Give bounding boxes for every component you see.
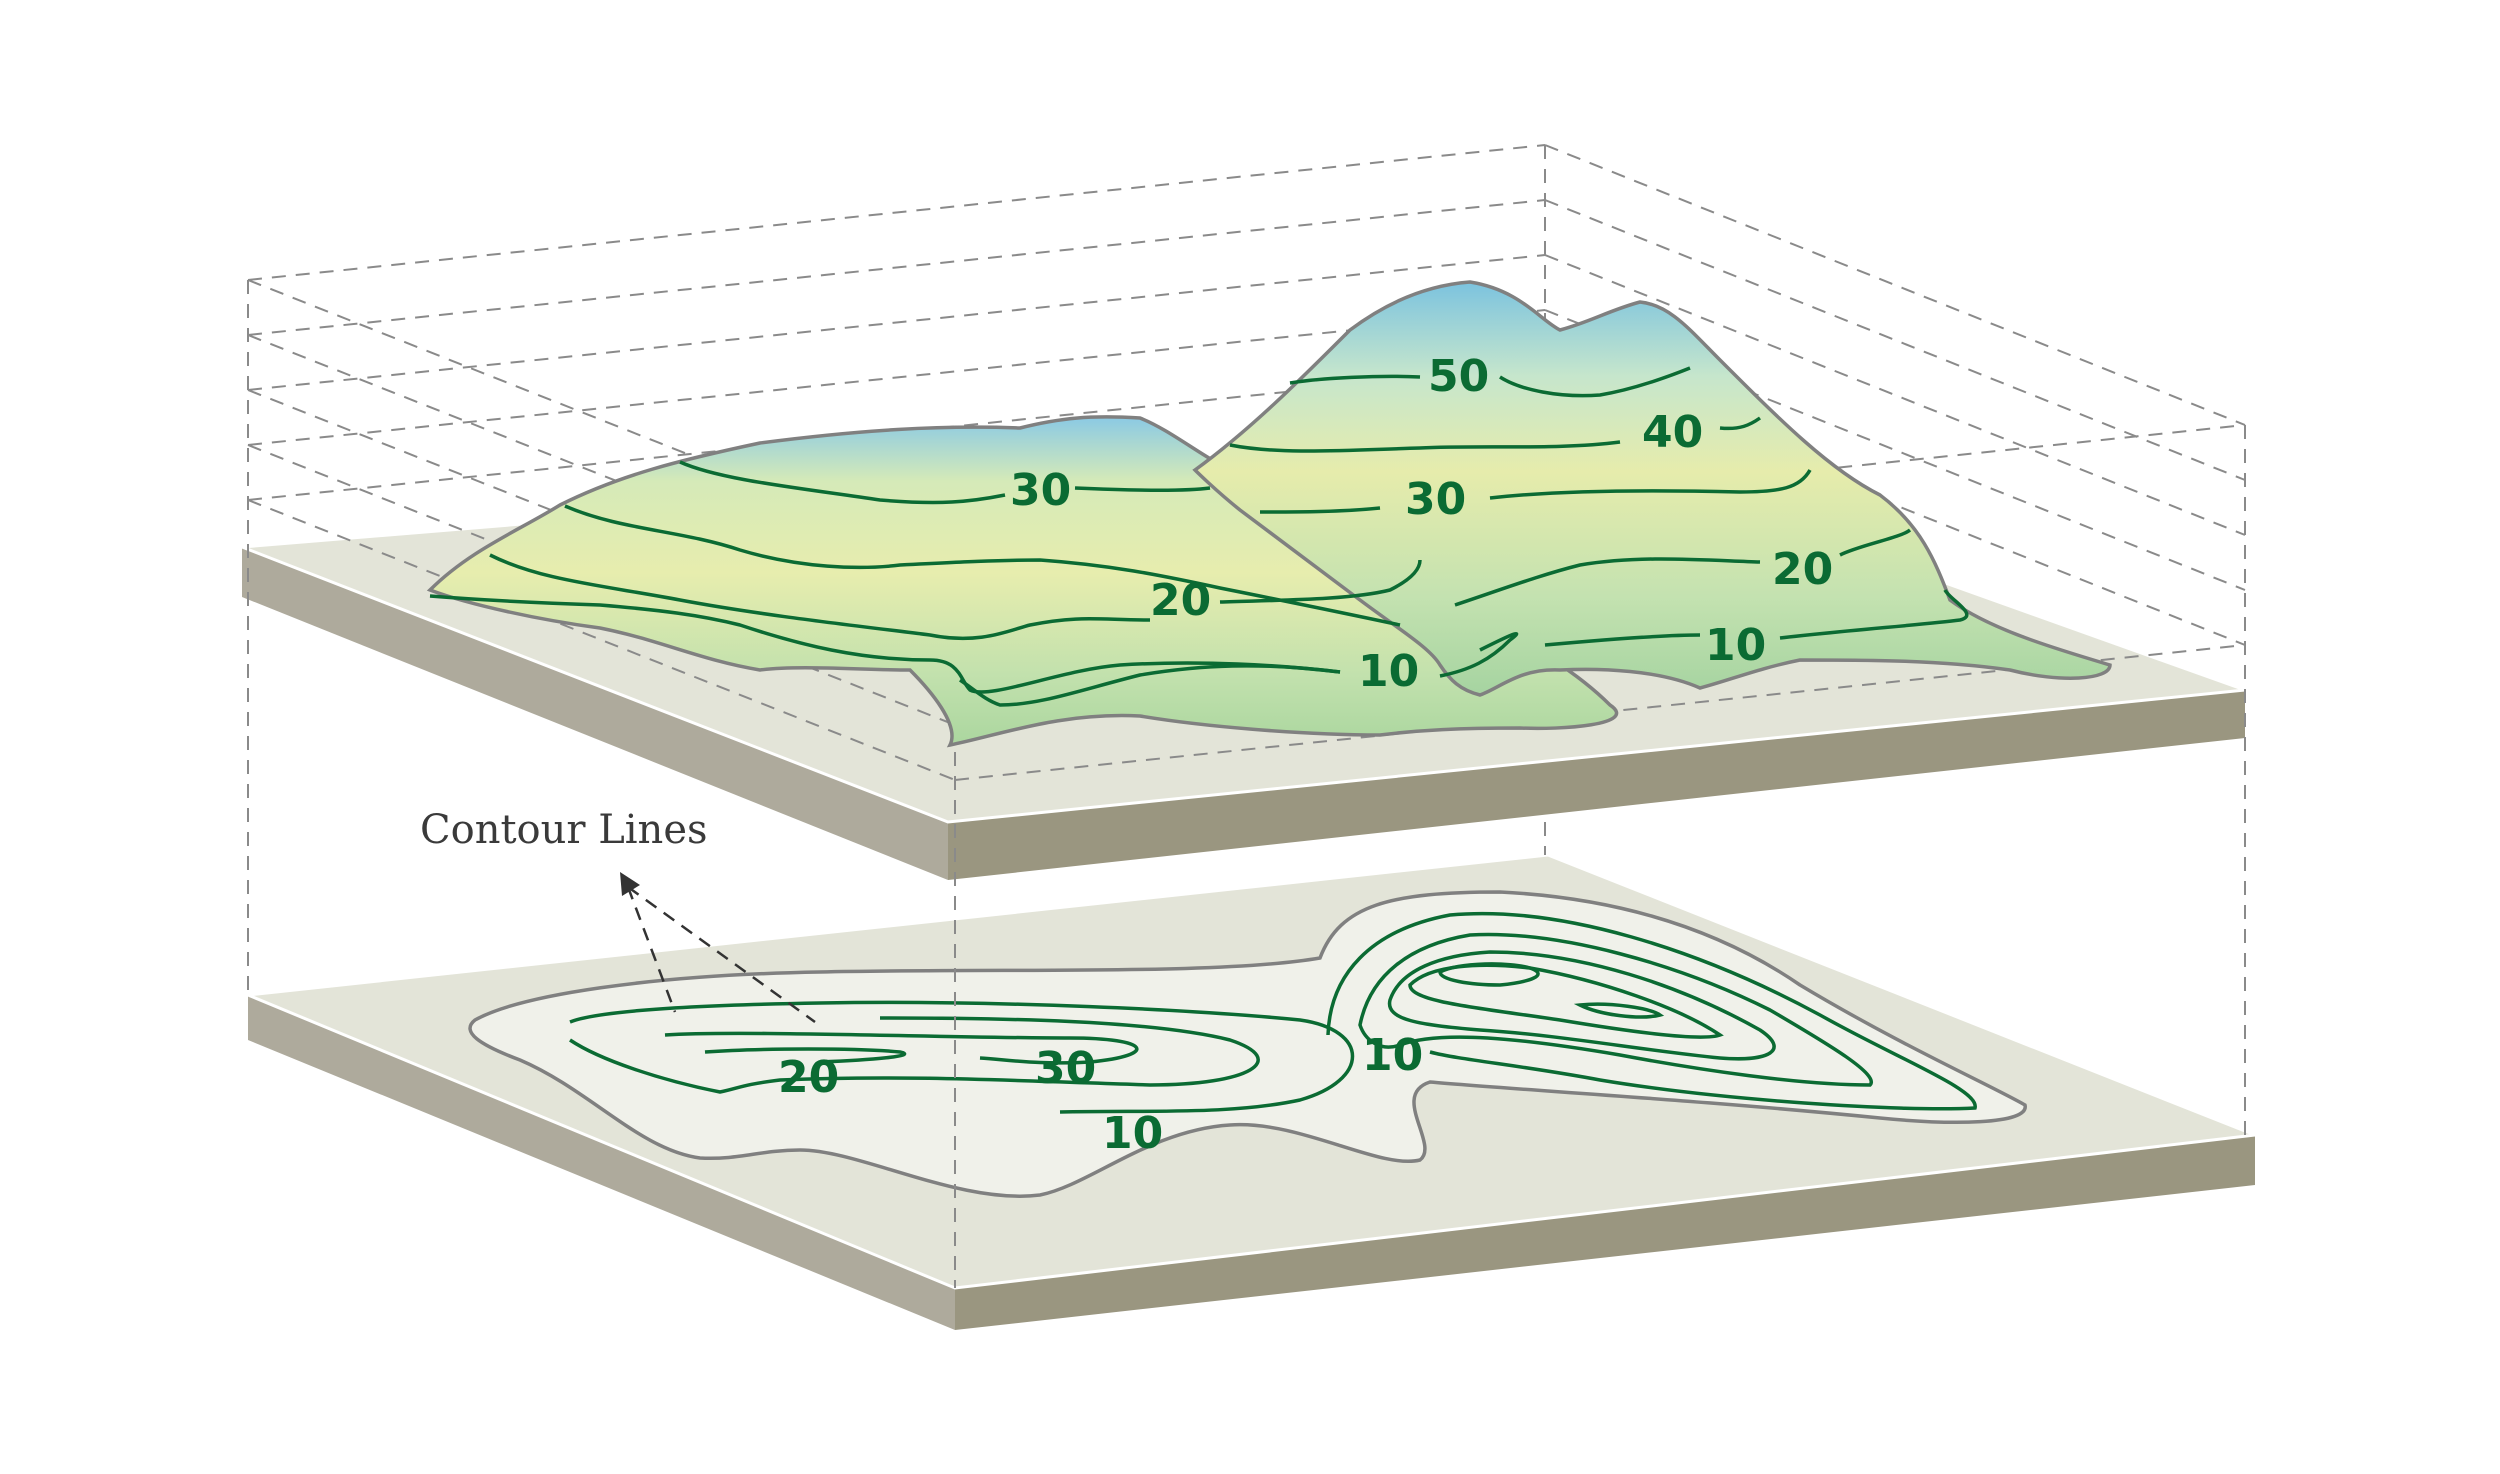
- map-label-right-10: 10: [1362, 1030, 1423, 1081]
- terrain-right-contour-10: [1544, 589, 1969, 647]
- terrain-left-contour-20: [489, 553, 1422, 641]
- terrain-3d: 30 20 10 50 40 30 20 10: [426, 280, 2112, 748]
- map-label-20: 20: [778, 1052, 839, 1103]
- top-slab-left-face: [242, 547, 948, 880]
- map-label-30: 30: [1035, 1043, 1096, 1094]
- guide-level-40-left: [247, 199, 1546, 336]
- terrain-label-left-30: 30: [1010, 465, 1071, 516]
- guide-level-30-right: [1544, 254, 2246, 536]
- terrain-label-left-10: 10: [1358, 646, 1419, 697]
- map-contour-left-30b: [704, 1047, 907, 1064]
- terrain-right-contour-20: [1454, 528, 1912, 607]
- map-outline: [468, 890, 2027, 1198]
- guide-level-40-right: [1544, 199, 2246, 481]
- map-label-left-10: 10: [1102, 1108, 1163, 1159]
- top-slab-front-face: [948, 690, 2245, 880]
- terrain-right-contour-50: [1289, 366, 1691, 398]
- map-contour-right-45: [1573, 1002, 1665, 1019]
- pointer-line-2: [627, 885, 816, 1024]
- terrain-right-contour-30: [1259, 469, 1812, 514]
- map-contour-right-20: [1387, 950, 1776, 1061]
- terrain-label-right-20: 20: [1772, 544, 1833, 595]
- map-contour-right-10: [1326, 911, 1977, 1111]
- caption-pointer-lines: [626, 885, 816, 1024]
- map-contour-right-40: [1438, 962, 1540, 987]
- pointer-line-1: [626, 886, 677, 1013]
- map-contour-left-10: [569, 1000, 1355, 1114]
- terrain-contour-lines: [429, 366, 1969, 707]
- guide-level-50-left: [247, 144, 1546, 281]
- terrain-left-contour-10: [959, 632, 1519, 707]
- guide-diagonal-d: [247, 444, 956, 726]
- contour-map: 20 30 10 10: [468, 890, 2027, 1198]
- map-contour-left-30a: [664, 1031, 1139, 1065]
- bottom-slab-front-face: [955, 1135, 2255, 1330]
- guide-diagonal-e: [247, 499, 956, 781]
- terrain-left-contour-30: [679, 460, 1211, 505]
- terrain-right-hill: [1192, 280, 2112, 697]
- terrain-left-hill: [426, 415, 1619, 748]
- guide-level-30-left: [247, 254, 1546, 391]
- map-contour-lines: [569, 911, 1977, 1114]
- bottom-slab-left-face: [248, 995, 955, 1330]
- map-contour-left-20: [569, 1016, 1260, 1094]
- terrain-left-contour-15: [429, 594, 1341, 694]
- pointer-arrowhead: [620, 872, 640, 896]
- terrain-left-contour-25: [564, 504, 1401, 627]
- terrain-label-right-40: 40: [1642, 407, 1703, 458]
- terrain-label-right-10: 10: [1705, 620, 1766, 671]
- guide-level-50-right: [1544, 144, 2246, 426]
- terrain-right-contour-40: [1229, 416, 1762, 453]
- map-contour-right-15: [1358, 932, 1874, 1087]
- terrain-label-left-20: 20: [1150, 575, 1211, 626]
- guide-level-20-left: [247, 309, 1546, 446]
- terrain-label-right-50: 50: [1428, 351, 1489, 402]
- contour-lines-caption: Contour Lines: [420, 807, 708, 853]
- terrain-label-right-30: 30: [1405, 474, 1466, 525]
